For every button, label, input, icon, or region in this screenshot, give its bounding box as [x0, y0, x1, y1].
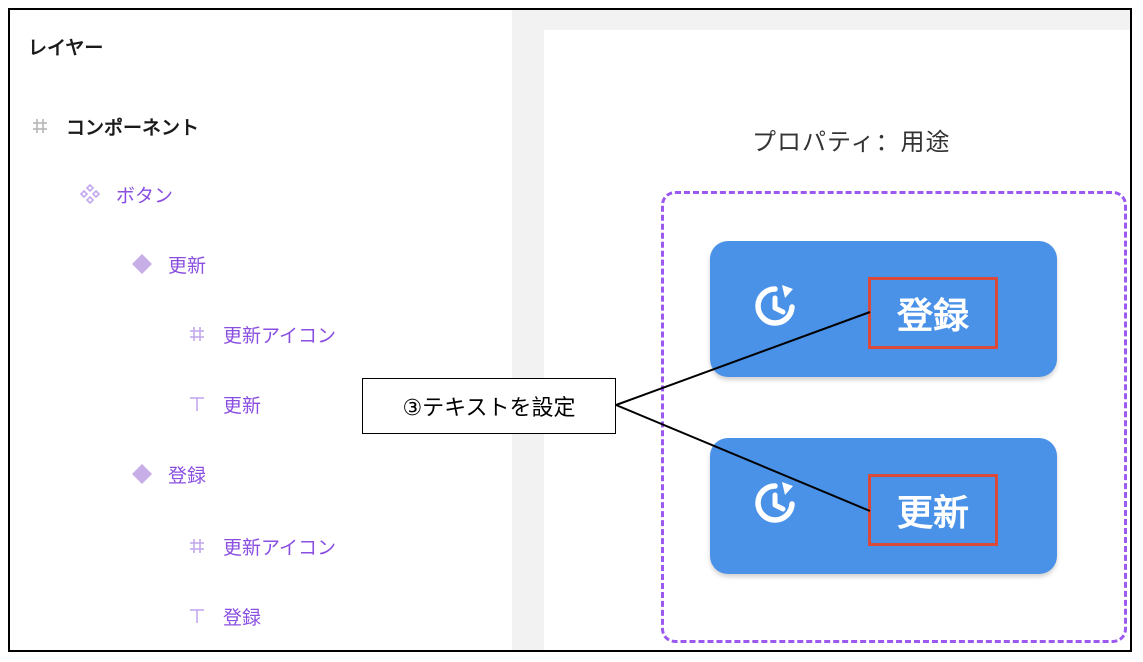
layer-row-component-frame[interactable]: コンポーネント — [28, 110, 199, 142]
variant-button-register[interactable]: 登録 — [710, 241, 1057, 377]
layer-row-update-icon[interactable]: 更新アイコン — [185, 530, 336, 562]
leader-line-register — [615, 311, 871, 406]
variant-button-update[interactable]: 更新 — [710, 438, 1057, 574]
text-t-icon — [185, 607, 209, 625]
hash-frame-icon — [185, 325, 209, 343]
component-set-outline[interactable] — [661, 191, 1127, 643]
hash-frame-icon — [28, 117, 52, 135]
hash-frame-icon — [185, 537, 209, 555]
layer-label: 登録 — [168, 464, 207, 487]
layer-label: 登録 — [223, 606, 262, 629]
layer-row-text-register[interactable]: 登録 — [185, 600, 261, 632]
layer-label: コンポーネント — [66, 116, 200, 139]
variant-diamond-icon — [130, 462, 154, 486]
screenshot-frame: レイヤー コンポーネント ボタン 更新 更新アイコ — [8, 8, 1132, 652]
property-label: プロパティ：用途 — [752, 128, 951, 156]
layer-row-update-icon[interactable]: 更新アイコン — [185, 318, 336, 350]
leader-line-update — [615, 404, 871, 512]
variant-diamond-icon — [130, 252, 154, 276]
callout-box: ③テキストを設定 — [362, 378, 616, 434]
layer-label: 更新アイコン — [223, 324, 337, 347]
layer-label: 更新 — [168, 254, 207, 277]
refresh-icon — [751, 281, 799, 331]
callout-leader-lines — [615, 311, 871, 512]
layer-label: 更新 — [223, 394, 262, 417]
refresh-icon — [751, 478, 799, 528]
layer-row-text-update[interactable]: 更新 — [185, 388, 261, 420]
text-t-icon — [185, 395, 209, 413]
layer-label: 更新アイコン — [223, 536, 337, 559]
panel-divider — [512, 10, 544, 650]
layer-row-component-set[interactable]: ボタン — [78, 178, 173, 210]
layer-row-variant-update[interactable]: 更新 — [130, 248, 206, 280]
layers-panel: レイヤー コンポーネント ボタン 更新 更新アイコ — [10, 10, 513, 650]
component-set-icon — [78, 183, 102, 205]
layer-label: ボタン — [116, 184, 174, 207]
layers-panel-title: レイヤー — [28, 37, 104, 59]
layer-row-variant-register[interactable]: 登録 — [130, 458, 206, 490]
button-text-highlight: 更新 — [868, 474, 998, 546]
canvas-background — [544, 10, 1130, 30]
